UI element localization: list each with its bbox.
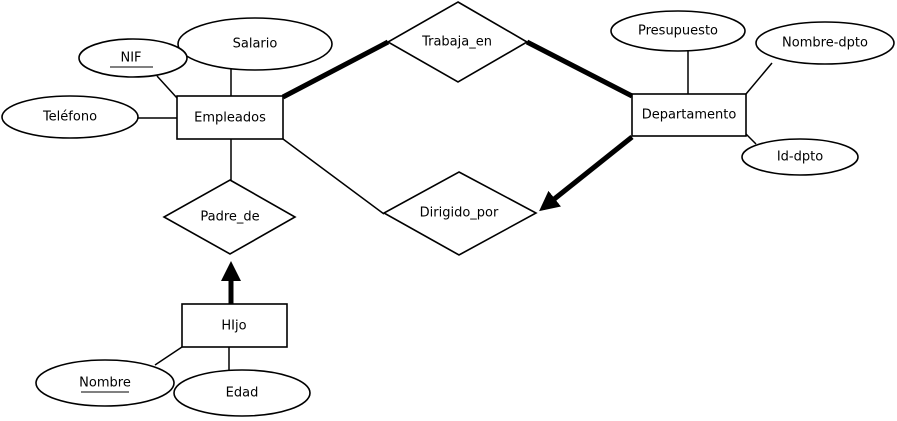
connector-departamento-id-dpto: [745, 133, 757, 145]
attribute-telefono-label: Teléfono: [42, 110, 97, 125]
entity-hijo-shape: [181, 303, 288, 348]
attribute-nombre-dpto-label: Nombre-dpto: [782, 36, 868, 51]
entity-departamento-shape: [631, 93, 747, 137]
relationship-padre-de-shape: [162, 179, 297, 255]
attribute-salario-label: Salario: [233, 37, 278, 52]
relationship-trabaja-en-shape: [386, 1, 529, 83]
attribute-nombre-dpto-shape: [755, 21, 895, 65]
connector-trabaja-en-departamento: [525, 39, 634, 99]
attribute-edad: Edad: [173, 369, 311, 417]
connector-empleados-dirigido-por: [282, 138, 385, 215]
attribute-id-dpto: Id-dpto: [741, 138, 859, 176]
relationship-trabaja-en-label: Trabaja_en: [421, 35, 492, 50]
entity-hijo-label: HIjo: [221, 319, 246, 334]
relationship-padre-de-label: Padre_de: [200, 210, 259, 225]
attribute-nombre-label: Nombre: [79, 376, 131, 391]
attribute-salario: Salario: [177, 17, 333, 71]
attribute-telefono-shape: [1, 95, 139, 139]
entity-departamento: Departamento: [631, 93, 747, 137]
entity-empleados-label: Empleados: [194, 111, 266, 126]
attribute-id-dpto-shape: [741, 138, 859, 176]
relationship-dirigido-por-shape: [382, 171, 538, 256]
attribute-nif-shape: [78, 38, 188, 78]
attribute-nombre: Nombre: [35, 359, 175, 407]
connectors: [138, 39, 773, 371]
attribute-presupuesto-label: Presupuesto: [638, 24, 718, 39]
connector-hijo-nombre: [154, 346, 183, 366]
connector-departamento-dirigido-por-arrow: [539, 135, 634, 212]
relationship-padre-de: Padre_de: [162, 179, 297, 255]
entity-hijo: HIjo: [181, 303, 288, 348]
attribute-presupuesto-shape: [610, 10, 746, 52]
attribute-edad-label: Edad: [226, 386, 259, 401]
attribute-nombre-dpto: Nombre-dpto: [755, 21, 895, 65]
connector-empleados-nif: [156, 75, 178, 99]
attribute-telefono: Teléfono: [1, 95, 139, 139]
relationship-dirigido-por: Dirigido_por: [382, 171, 538, 256]
connector-departamento-nombre-dpto: [745, 62, 773, 95]
attribute-nombre-shape: [35, 359, 175, 407]
attribute-presupuesto: Presupuesto: [610, 10, 746, 52]
attribute-edad-shape: [173, 369, 311, 417]
attribute-salario-shape: [177, 17, 333, 71]
relationship-dirigido-por-label: Dirigido_por: [420, 206, 499, 221]
attribute-nif-label: NIF: [120, 51, 141, 66]
attribute-nif: NIF: [78, 38, 188, 78]
connector-empleados-trabaja-en: [281, 39, 390, 100]
entity-empleados: Empleados: [176, 95, 284, 140]
entity-departamento-label: Departamento: [642, 108, 737, 123]
relationship-trabaja-en: Trabaja_en: [386, 1, 529, 83]
entity-empleados-shape: [176, 95, 284, 140]
attribute-id-dpto-label: Id-dpto: [777, 150, 823, 165]
